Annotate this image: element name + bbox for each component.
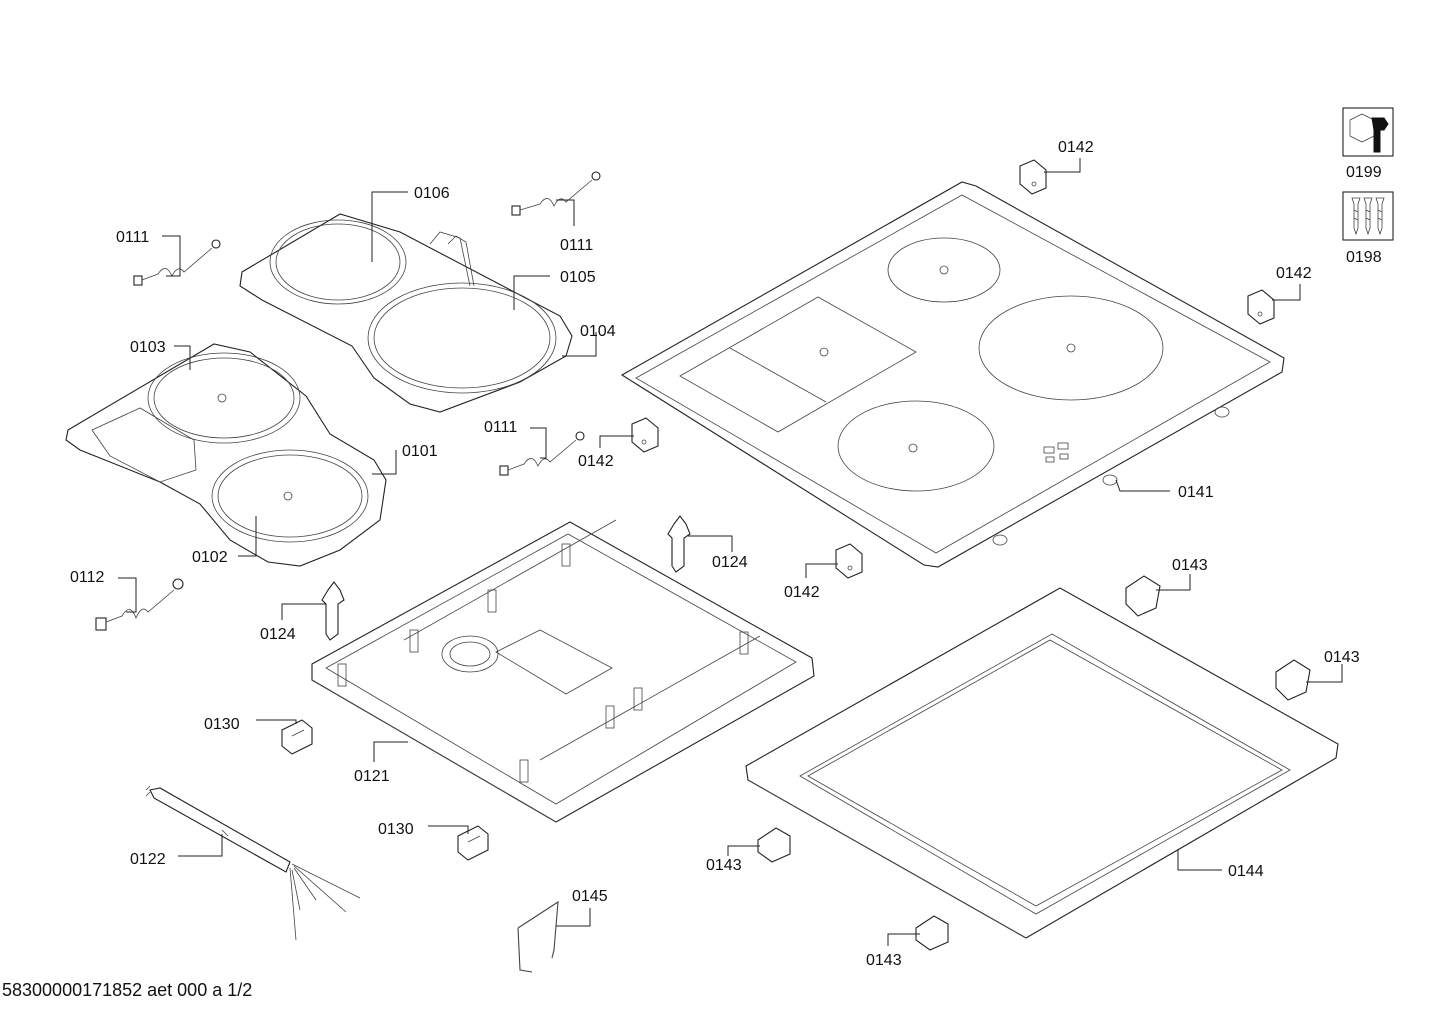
part-label-0142-mid: 0142 xyxy=(578,453,614,470)
leader-0111-left xyxy=(162,235,181,277)
part-label-0104: 0104 xyxy=(580,323,616,340)
part-label-0124-left: 0124 xyxy=(260,626,296,643)
document-id-footer: 58300000171852 aet 000 a 1/2 xyxy=(2,980,253,1000)
leader-0111-top xyxy=(556,199,575,226)
leader-0142-right xyxy=(1272,284,1301,301)
housing-base xyxy=(311,519,815,823)
part-label-0111-left: 0111 xyxy=(116,229,149,246)
part-label-0111-top: 0111 xyxy=(560,237,593,254)
leader-0102 xyxy=(238,516,257,557)
part-label-0130-upper: 0130 xyxy=(204,716,240,733)
part-label-0101: 0101 xyxy=(402,443,438,460)
leader-0130-lower xyxy=(428,825,469,834)
part-label-0142-top: 0142 xyxy=(1058,139,1094,156)
clip-0142-right xyxy=(1247,289,1275,325)
clip-0142-top xyxy=(1019,159,1047,195)
part-label-0130-lower: 0130 xyxy=(378,821,414,838)
clip-0145 xyxy=(517,900,559,973)
leader-0104 xyxy=(562,332,597,357)
part-label-0143-left: 0143 xyxy=(706,857,742,874)
clip-0143-bottom xyxy=(915,915,949,951)
leader-0124-right xyxy=(688,535,733,552)
heating-carrier-lower xyxy=(65,343,387,567)
part-label-0105: 0105 xyxy=(560,269,596,286)
part-label-0112: 0112 xyxy=(70,569,105,586)
part-label-0124-right: 0124 xyxy=(712,554,748,571)
leader-0103 xyxy=(174,345,191,370)
clip-0143-right xyxy=(1275,659,1311,701)
hob-glass-top xyxy=(620,181,1285,568)
leader-0141 xyxy=(1115,479,1170,492)
part-label-0111-mid: 0111 xyxy=(484,419,517,436)
leader-0144 xyxy=(1177,850,1222,871)
part-label-0142-right: 0142 xyxy=(1276,265,1312,282)
leader-0145 xyxy=(556,908,591,927)
mounting-frame xyxy=(745,587,1339,939)
sensor-0112 xyxy=(95,578,184,631)
part-label-0143-bottom: 0143 xyxy=(866,952,902,969)
bracket-0130-lower xyxy=(457,825,489,861)
leader-0142-mid xyxy=(599,435,634,448)
heating-carrier-upper xyxy=(239,213,573,413)
part-label-0199: 0199 xyxy=(1346,164,1382,181)
clip-0143-left xyxy=(757,827,791,863)
leader-0143-upper-right xyxy=(1156,574,1191,591)
leader-0111-mid xyxy=(530,427,547,459)
leader-0130-upper xyxy=(256,719,297,724)
leader-0143-right xyxy=(1306,664,1343,683)
spacer-0124-left xyxy=(321,581,345,641)
leader-0142-top xyxy=(1044,158,1081,173)
leader-0105 xyxy=(513,275,550,310)
power-cable xyxy=(145,785,361,941)
service-screws-icon xyxy=(1342,191,1394,241)
clip-0143-upper-right xyxy=(1125,575,1161,617)
leader-0121 xyxy=(373,741,408,762)
part-label-0142-bottom: 0142 xyxy=(784,584,820,601)
part-label-0144: 0144 xyxy=(1228,863,1264,880)
part-label-0102: 0102 xyxy=(192,549,228,566)
part-label-0198: 0198 xyxy=(1346,249,1382,266)
clip-0142-mid xyxy=(631,417,659,453)
sensor-0111-top xyxy=(511,171,601,216)
service-wrench-icon xyxy=(1342,107,1394,157)
part-label-0121: 0121 xyxy=(354,768,390,785)
spacer-0124-right xyxy=(667,515,691,573)
leader-0101 xyxy=(372,450,397,475)
part-label-0103: 0103 xyxy=(130,339,166,356)
part-label-0122: 0122 xyxy=(130,851,166,868)
leader-0122 xyxy=(178,834,223,857)
part-label-0143-upper-right: 0143 xyxy=(1172,557,1208,574)
clip-0142-bottom xyxy=(835,543,863,579)
leader-0143-bottom xyxy=(887,933,920,946)
leader-0142-bottom xyxy=(805,563,838,578)
leader-0143-left xyxy=(727,845,760,856)
sensor-0111-mid xyxy=(499,431,585,476)
part-label-0106: 0106 xyxy=(414,185,450,202)
sensor-0111-left xyxy=(133,239,221,286)
leader-0112 xyxy=(118,577,137,613)
part-label-0145: 0145 xyxy=(572,888,608,905)
bracket-0130-upper xyxy=(281,719,313,755)
leader-0124-left xyxy=(281,603,326,620)
part-label-0141: 0141 xyxy=(1178,484,1214,501)
part-label-0143-right: 0143 xyxy=(1324,649,1360,666)
leader-0106 xyxy=(371,191,408,262)
